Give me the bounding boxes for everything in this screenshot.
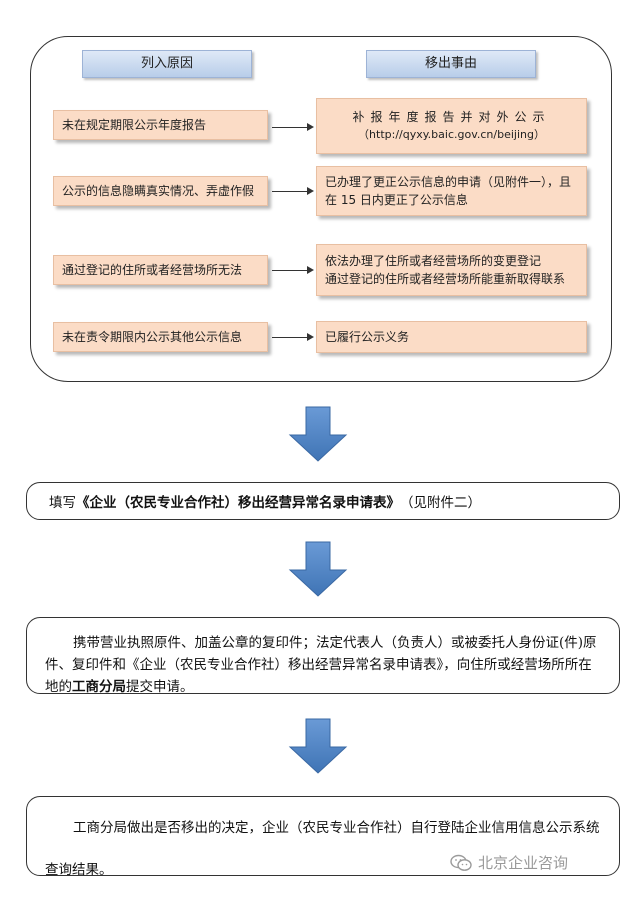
row-arrow-2 <box>272 187 314 196</box>
row-arrow-4 <box>272 333 314 342</box>
remedy-box-1: 补报年度报告并对外公示 （http://qyxy.baic.gov.cn/bei… <box>316 98 587 154</box>
step1-form-name: 《企业（农民专业合作社）移出经营异常名录申请表》 <box>76 495 400 511</box>
remedy-box-3: 依法办理了住所或者经营场所的变更登记 通过登记的住所或者经营场所能重新取得联系 <box>316 244 587 296</box>
remedy-3-line-2: 通过登记的住所或者经营场所能重新取得联系 <box>325 272 566 286</box>
remedy-1-line-1: 补报年度报告并对外公示 <box>352 110 551 124</box>
remedy-2-line-1: 已办理了更正公示信息的申请（见附件一），且 <box>325 175 572 189</box>
header-remove-reason: 移出事由 <box>366 50 536 78</box>
remedy-box-2: 已办理了更正公示信息的申请（见附件一），且 在 15 日内更正了公示信息 <box>316 166 587 216</box>
down-arrow-icon <box>288 718 348 774</box>
remedy-2-line-2: 在 15 日内更正了公示信息 <box>325 193 468 207</box>
remedy-4-line-1: 已履行公示义务 <box>325 330 410 344</box>
step-decision: 工商分局做出是否移出的决定，企业（农民专业合作社）自行登陆企业信用信息公示系统查… <box>26 796 620 878</box>
remedy-box-4: 已履行公示义务 <box>316 321 587 353</box>
reason-box-4: 未在责令期限内公示其他公示信息 <box>53 322 268 352</box>
remedy-3-line-1: 依法办理了住所或者经营场所的变更登记 <box>325 254 542 268</box>
header-list-reason: 列入原因 <box>82 50 252 78</box>
step2-office: 工商分局 <box>72 679 126 695</box>
step3-text: 工商分局做出是否移出的决定，企业（农民专业合作社）自行登陆企业信用信息公示系统查… <box>45 820 600 878</box>
step1-suffix: （见附件二） <box>400 495 481 511</box>
step2-suffix: 提交申请。 <box>126 679 194 695</box>
watermark-text: 北京企业咨询 <box>478 854 569 872</box>
step1-prefix: 填写 <box>49 495 76 511</box>
watermark: 北京企业咨询 <box>450 852 568 873</box>
step-fill-form: 填写《企业（农民专业合作社）移出经营异常名录申请表》（见附件二） <box>26 482 620 520</box>
row-arrow-3 <box>272 266 314 275</box>
reason-box-1: 未在规定期限公示年度报告 <box>53 110 268 140</box>
reason-box-2: 公示的信息隐瞒真实情况、弄虚作假 <box>53 176 268 206</box>
wechat-icon <box>450 854 472 871</box>
down-arrow-icon <box>288 541 348 597</box>
reason-box-3: 通过登记的住所或者经营场所无法 <box>53 255 268 285</box>
step2-text: 携带营业执照原件、加盖公章的复印件；法定代表人（负责人）或被委托人身份证(件)原… <box>45 635 597 695</box>
down-arrow-icon <box>288 406 348 462</box>
step-submit-application: 携带营业执照原件、加盖公章的复印件；法定代表人（负责人）或被委托人身份证(件)原… <box>26 617 620 695</box>
row-arrow-1 <box>272 123 314 132</box>
remedy-1-line-2: （http://qyxy.baic.gov.cn/beijing） <box>358 128 545 141</box>
